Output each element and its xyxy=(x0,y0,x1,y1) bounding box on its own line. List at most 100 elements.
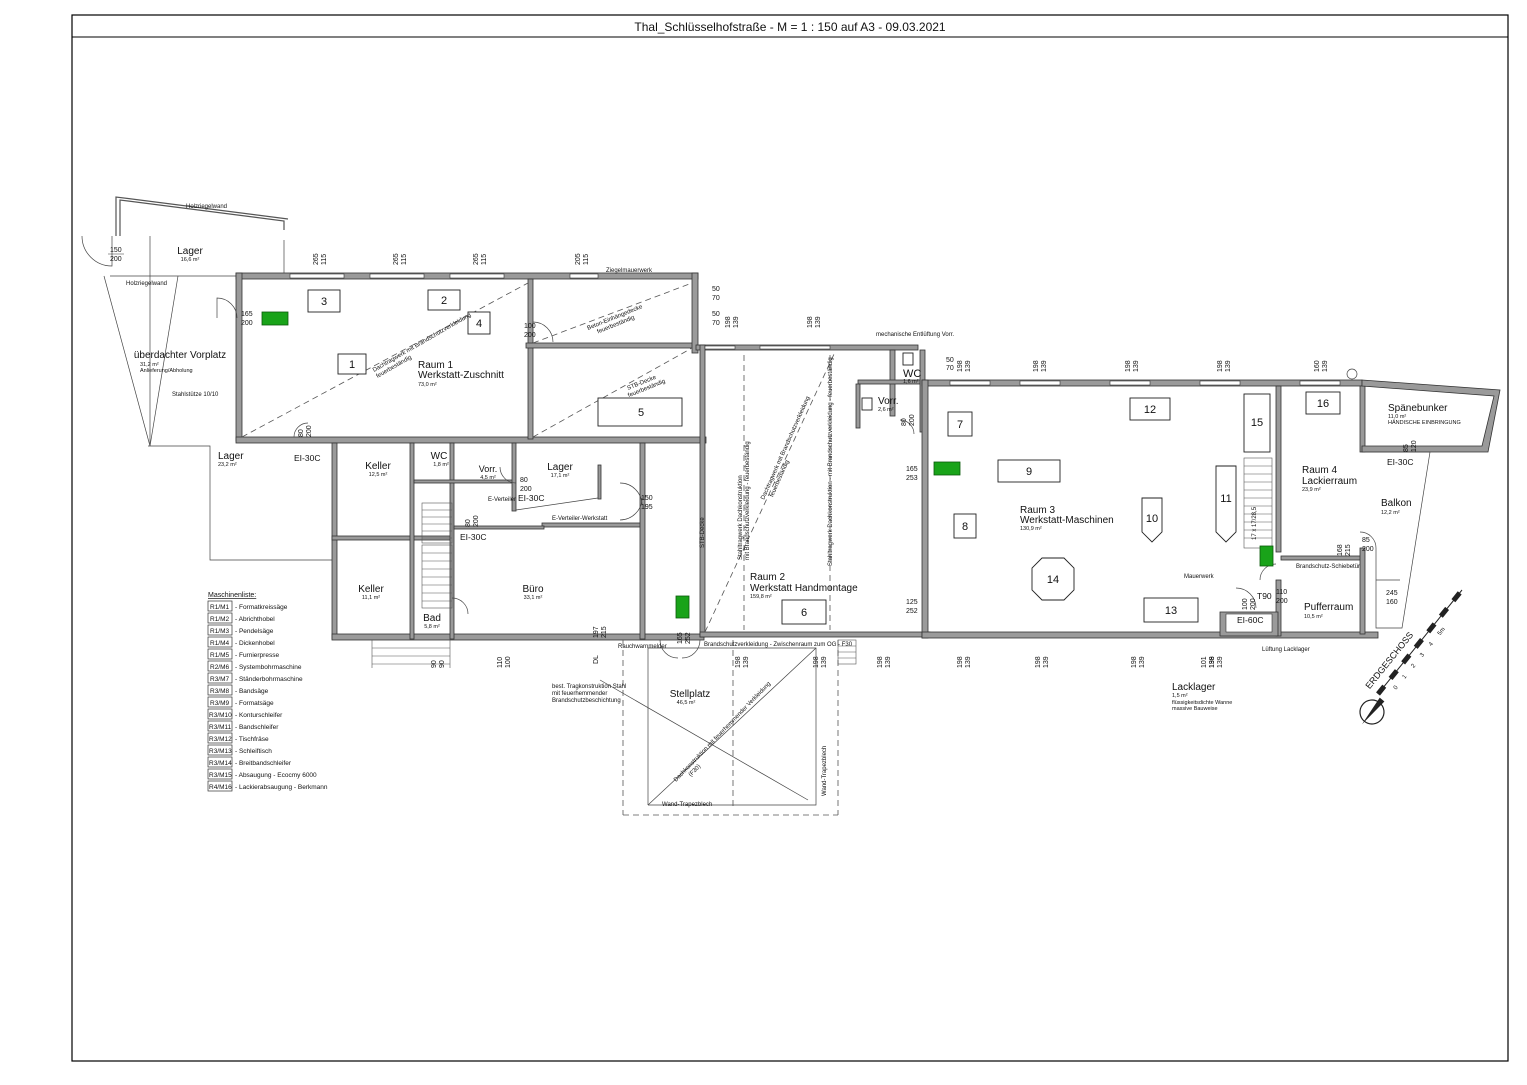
fire-rating-label: EI-30C xyxy=(1387,457,1413,467)
room-area: 10,5 m² xyxy=(1304,614,1323,620)
room-name: Lacklager xyxy=(1172,682,1216,693)
door-ratings: EI-30C EI-30C EI-30C EI-30C EI-60C T90 xyxy=(294,453,1413,625)
annotation: Wand-Trapezblech xyxy=(822,746,828,796)
room-note: flüssigkeitsdichte Wanne xyxy=(1172,700,1232,706)
dimension: 205 xyxy=(575,253,582,265)
machine-14-box xyxy=(1031,557,1075,601)
dimension: 50 xyxy=(946,357,954,364)
dimension: 100 xyxy=(1242,598,1249,610)
machine-code: R4/M16 xyxy=(209,784,232,791)
annotation: best. Tragkonstruktion Stahl xyxy=(552,684,626,690)
room-name: WC xyxy=(431,451,448,462)
dimension: 80 xyxy=(465,519,472,527)
dimension: 200 xyxy=(110,256,122,263)
dimension: 139 xyxy=(1043,656,1050,668)
room-area: 46,5 m² xyxy=(677,700,696,706)
dimension: 195 xyxy=(641,504,653,511)
dimension: 50 xyxy=(712,286,720,293)
dimension: 165 xyxy=(906,466,918,473)
dimension: 200 xyxy=(520,486,532,493)
dimension: 198 xyxy=(957,360,964,372)
dimension-labels: 150 200 265 115 265 115 265 115 205 115 … xyxy=(108,247,1418,668)
machine-label: - Abrichthobel xyxy=(235,616,275,623)
annotation: Wand-Trapezblech xyxy=(662,802,712,808)
dimension: 50 xyxy=(712,311,720,318)
annotation: Mauerwerk xyxy=(1184,574,1215,580)
dimension: 115 xyxy=(481,254,488,265)
machine-code: R1/M3 xyxy=(210,628,230,635)
dimension: 245 xyxy=(1386,590,1398,597)
annotation: mechanische Entlüftung Vorr. xyxy=(876,332,954,338)
machine-number: 2 xyxy=(441,295,447,307)
dimension: 198 xyxy=(1209,656,1216,668)
central-block xyxy=(331,442,705,668)
dimension: 139 xyxy=(1133,360,1140,372)
emergency-exit-sign-icon xyxy=(933,461,961,476)
dimension: 200 xyxy=(1362,546,1374,553)
machine-11-box xyxy=(1215,465,1237,543)
room-note: HÄNDISCHE EINBRINGUNG xyxy=(1388,419,1461,426)
east-annex xyxy=(1346,368,1501,629)
room-note: massive Bauweise xyxy=(1172,706,1218,712)
machine-label: - Tischfräse xyxy=(235,736,269,743)
machine-number: 1 xyxy=(349,359,355,371)
dimension: 80 xyxy=(298,429,305,437)
room-title: Werkstatt-Zuschnitt xyxy=(418,370,504,381)
dimension: 115 xyxy=(401,254,408,265)
dimension: 265 xyxy=(393,253,400,265)
machine-code: R3/M15 xyxy=(209,772,232,779)
dimension: 139 xyxy=(733,316,740,328)
room-labels: Lager 16,6 m² überdachter Vorplatz 31,2 … xyxy=(134,246,1461,712)
machine-number: 8 xyxy=(962,521,968,533)
dimension: 215 xyxy=(601,626,608,638)
machine-code: R3/M13 xyxy=(209,748,232,755)
dimension: 215 xyxy=(1345,544,1352,556)
raum2-block xyxy=(599,344,931,816)
room-area: 12,2 m² xyxy=(1381,510,1400,516)
room-area: 11,0 m² xyxy=(1388,414,1406,420)
dimension: 139 xyxy=(1041,360,1048,372)
dimension: 253 xyxy=(906,475,918,482)
dimension: 150 xyxy=(641,495,653,502)
dimension: 265 xyxy=(313,253,320,265)
room-name: Raum 3 xyxy=(1020,505,1055,516)
machine-label: - Lackierabsaugung - Berkmann xyxy=(235,784,328,791)
dimension: 198 xyxy=(1131,656,1138,668)
machine-number: 9 xyxy=(1026,466,1032,478)
room-area: 11,1 m² xyxy=(362,595,380,601)
dimension: 139 xyxy=(885,656,892,668)
machine-code: R1/M5 xyxy=(210,652,230,659)
machine-number: 11 xyxy=(1220,493,1231,505)
dimension: 90 xyxy=(431,660,438,668)
dimension: 120 xyxy=(1411,440,1418,452)
raum1-block xyxy=(216,272,707,444)
room-name: Vorr. xyxy=(479,464,498,474)
machine-number-labels: 1 2 3 4 5 6 7 8 9 10 11 12 13 14 15 16 xyxy=(321,295,1329,619)
fire-rating-label: T90 xyxy=(1257,591,1272,601)
dimension: 80 xyxy=(520,477,528,484)
machine-code: R3/M9 xyxy=(210,700,230,707)
machine-label: - Schleiftisch xyxy=(235,748,272,755)
machine-label: - Bandschleifer xyxy=(235,724,279,731)
emergency-exit-sign-icon xyxy=(261,311,289,326)
dimension: 252 xyxy=(906,608,918,615)
dimension: 139 xyxy=(965,656,972,668)
annotation: STB-Decke xyxy=(700,517,706,548)
dimension: 115 xyxy=(583,254,590,265)
west-annex xyxy=(81,196,336,561)
annotation: mit Brandschutzverkleidung - feuerbestän… xyxy=(745,441,751,560)
machine-number: 15 xyxy=(1251,417,1263,429)
emergency-exit-sign-icon xyxy=(675,595,690,619)
room-name: Pufferraum xyxy=(1304,602,1353,613)
annotation: Lüftung Lacklager xyxy=(1262,647,1310,653)
exit-signs xyxy=(261,311,1274,619)
room-note: Anlieferung/Abholung xyxy=(140,368,193,374)
dimension: 70 xyxy=(712,295,720,302)
machine-8-box xyxy=(953,513,977,539)
dimension: 200 xyxy=(524,332,536,339)
dimension: 198 xyxy=(1035,656,1042,668)
machine-code: R3/M11 xyxy=(209,724,232,731)
scale-label: 0 xyxy=(1393,684,1400,691)
dimension: 70 xyxy=(946,365,954,372)
